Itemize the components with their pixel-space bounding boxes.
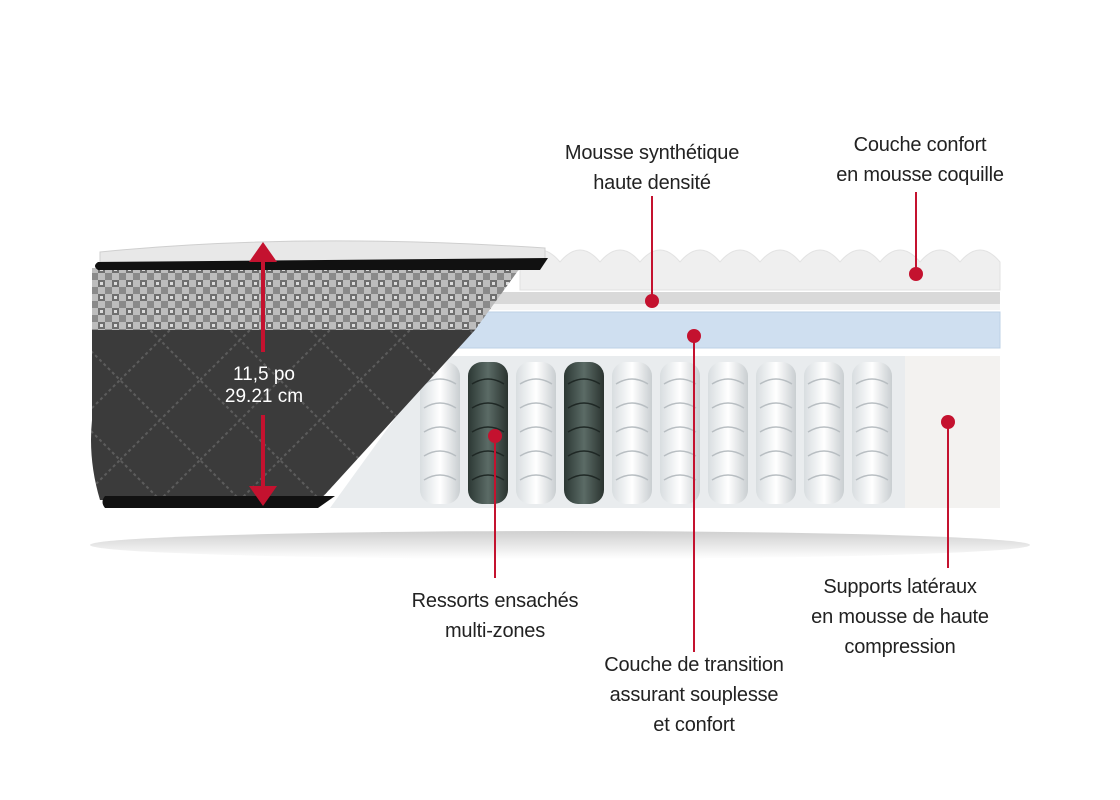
coil-fold (711, 450, 745, 457)
top-piping (95, 258, 548, 270)
weave-band (92, 268, 520, 330)
label-transition-layer: Couche de transition assurant souplesse … (604, 654, 784, 736)
coil-fold (615, 402, 649, 409)
coil-fold (759, 426, 793, 433)
coil-fold (567, 426, 601, 433)
pocket-coil (564, 362, 604, 504)
coil-fold (567, 450, 601, 457)
coil-fold (519, 426, 553, 433)
high-density-foam-layer (470, 292, 1000, 304)
height-dimension-label: 11,5 po 29.21 cm (212, 364, 316, 408)
pocket-coil (468, 362, 508, 504)
label-side-supports: Supports latéraux en mousse de haute com… (811, 576, 989, 658)
coil-fold (759, 450, 793, 457)
coil-fold (471, 474, 505, 481)
pocket-coil (708, 362, 748, 504)
height-centimeters: 29.21 cm (224, 386, 304, 407)
coil-fold (471, 426, 505, 433)
pocket-coil (804, 362, 844, 504)
side-support-foam (905, 356, 1000, 508)
transition-layer (451, 311, 1001, 349)
floor-shadow (90, 531, 1030, 559)
coil-fold (759, 474, 793, 481)
callout-dots (488, 267, 955, 443)
coil-fold (519, 474, 553, 481)
coil-fold (807, 474, 841, 481)
callout-leaders (494, 192, 949, 652)
coil-fold (567, 474, 601, 481)
coil-fold (615, 474, 649, 481)
bottom-piping (102, 496, 335, 508)
dot-comfort-layer (909, 267, 923, 281)
pocket-coil (612, 362, 652, 504)
pillow-top (99, 240, 546, 263)
coil-fold (807, 426, 841, 433)
coil-fold (855, 450, 889, 457)
dot-high-density-foam (645, 294, 659, 308)
label-high-density-foam: Mousse synthétique haute densité (564, 142, 740, 194)
coil-fold (855, 426, 889, 433)
coil-fold (711, 474, 745, 481)
coil-fold (615, 378, 649, 385)
coil-fold (423, 474, 457, 481)
coil-fold (519, 450, 553, 457)
pocket-coil (756, 362, 796, 504)
pocket-coil (852, 362, 892, 504)
label-comfort-layer: Couche confort en mousse coquille (836, 134, 1004, 186)
coil-fold (519, 402, 553, 409)
dot-transition-layer (687, 329, 701, 343)
label-pocket-springs: Ressorts ensachés multi-zones (411, 590, 579, 642)
height-dimension-arrow (249, 242, 277, 506)
coil-fold (615, 426, 649, 433)
coil-fold (855, 402, 889, 409)
coil-fold (807, 450, 841, 457)
coil-fold (807, 378, 841, 385)
coil-fold (807, 402, 841, 409)
coil-fold (615, 450, 649, 457)
coil-fold (423, 450, 457, 457)
pocket-coil (660, 362, 700, 504)
coil-fold (711, 378, 745, 385)
pocket-coil (420, 362, 460, 504)
mattress-body (91, 240, 548, 508)
coil-fold (423, 402, 457, 409)
coil-fold (567, 402, 601, 409)
dot-side-supports (941, 415, 955, 429)
pocket-coils (420, 362, 892, 504)
coil-fold (855, 474, 889, 481)
coil-fold (759, 402, 793, 409)
coil-fold (471, 402, 505, 409)
coil-fold (567, 378, 601, 385)
arrow-down-icon (249, 486, 277, 506)
coil-fold (711, 426, 745, 433)
coil-fold (471, 378, 505, 385)
height-inches: 11,5 po (233, 364, 295, 385)
coil-fold (711, 402, 745, 409)
coil-fold (471, 450, 505, 457)
coil-fold (855, 378, 889, 385)
dot-pocket-springs (488, 429, 502, 443)
coil-fold (519, 378, 553, 385)
arrow-up-icon (249, 242, 277, 262)
coil-fold (759, 378, 793, 385)
egg-crate-foam-layer (519, 249, 1001, 291)
coil-fold (423, 426, 457, 433)
quilted-side-panel (91, 330, 475, 500)
pocket-coil (516, 362, 556, 504)
